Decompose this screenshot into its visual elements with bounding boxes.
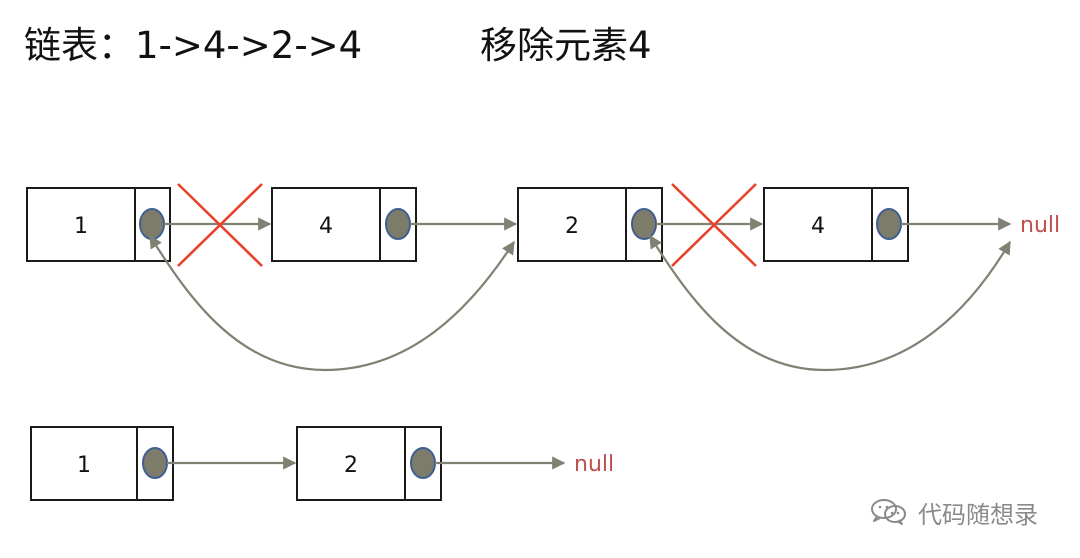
removed-link-cross (671, 183, 757, 267)
node-value: 2 (565, 214, 579, 239)
remove-element-title: 移除元素4 (480, 24, 652, 67)
watermark-text: 代码随想录 (918, 500, 1038, 529)
null-label: null (574, 452, 614, 477)
node-value: 2 (344, 453, 358, 478)
node-value: 4 (811, 214, 825, 239)
pointer-dot (876, 208, 902, 240)
pointer-dot (142, 447, 168, 479)
node-value: 1 (77, 453, 91, 478)
bypass-arrow (649, 234, 1011, 372)
removed-link-cross (177, 183, 263, 267)
node-value-box (296, 426, 406, 501)
node-value-box (30, 426, 138, 501)
node-value-box (517, 187, 627, 262)
before-list: 1 4 2 4 (26, 183, 1060, 372)
list-node: 4 (763, 187, 909, 262)
list-node: 1 (26, 187, 171, 262)
list-node: 2 (517, 187, 663, 262)
node-value: 1 (74, 214, 88, 239)
wechat-icon (871, 499, 906, 525)
list-node: 4 (271, 187, 417, 262)
list-node: 1 (30, 426, 174, 501)
pointer-dot (631, 208, 657, 240)
list-node: 2 (296, 426, 442, 501)
after-list: 1 2 null (30, 426, 614, 501)
linked-list-title: 链表：1->4->2->4 (24, 24, 363, 67)
node-value-box (26, 187, 136, 262)
pointer-dot (139, 208, 165, 240)
watermark: 代码随想录 (868, 492, 1038, 532)
pointer-dot (385, 208, 411, 240)
null-label: null (1020, 213, 1060, 238)
node-value: 4 (319, 214, 333, 239)
bypass-arrow (149, 234, 515, 372)
pointer-dot (410, 447, 436, 479)
